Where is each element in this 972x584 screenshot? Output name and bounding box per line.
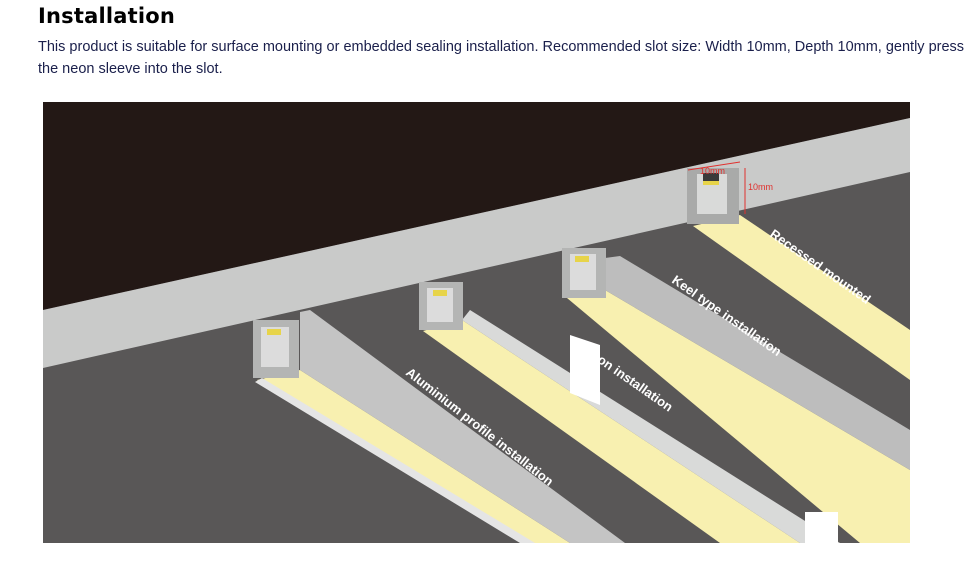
clip-strip [419,282,840,543]
page-title: Installation [38,4,176,28]
aluminium-strip [253,310,625,543]
dim-width: 10mm [700,166,725,176]
dim-depth: 10mm [748,182,773,192]
installation-illustration: 10mm 10mm Recessed mounted Keel type ins… [43,102,910,543]
description: This product is suitable for surface mou… [38,39,965,77]
recessed-strip: 10mm 10mm [687,161,910,380]
keel-strip [562,248,910,543]
ceiling [43,102,910,310]
